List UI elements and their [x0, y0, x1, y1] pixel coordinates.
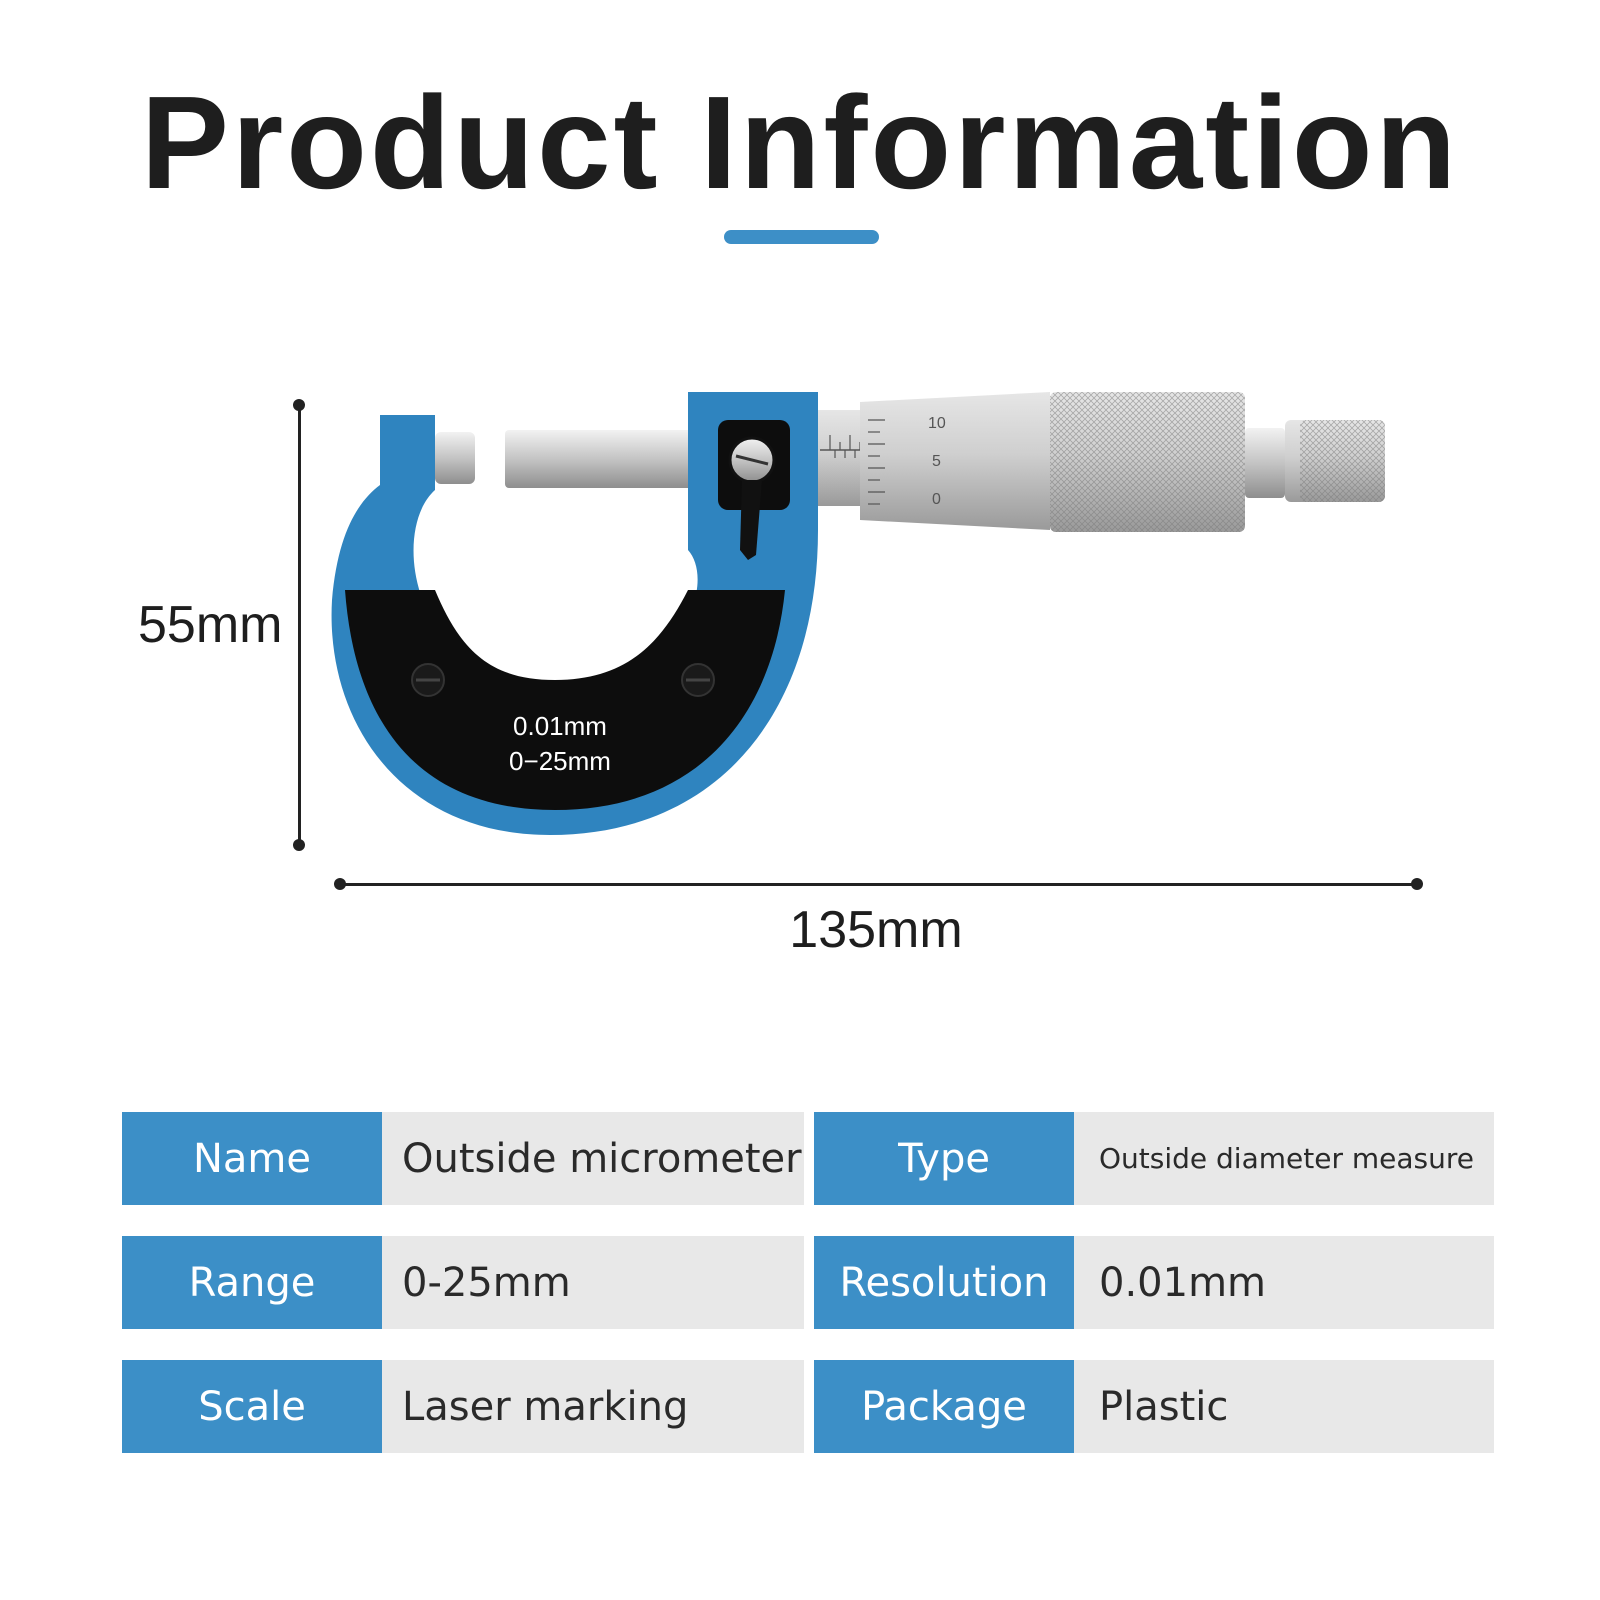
thimble-graduations [868, 419, 885, 505]
spec-row: Scale Laser marking Package Plastic [122, 1360, 1494, 1453]
frame-text-line1: 0.01mm [513, 711, 607, 741]
spec-label-name: Name [122, 1112, 382, 1205]
spec-label-package: Package [814, 1360, 1074, 1453]
anvil [435, 432, 475, 484]
spindle [505, 430, 695, 488]
thimble-number-10: 10 [928, 415, 946, 432]
spec-label-resolution: Resolution [814, 1236, 1074, 1329]
spec-row: Name Outside micrometer Type Outside dia… [122, 1112, 1494, 1205]
spec-value-resolution: 0.01mm [1074, 1236, 1494, 1329]
height-dimension-label: 55mm [138, 596, 283, 654]
spec-table: Name Outside micrometer Type Outside dia… [122, 1112, 1494, 1484]
lock-lever [740, 480, 762, 560]
page-title: Product Information [140, 69, 1460, 216]
spec-label-type: Type [814, 1112, 1074, 1205]
spec-value-scale: Laser marking [382, 1360, 804, 1453]
spec-row: Range 0-25mm Resolution 0.01mm [122, 1236, 1494, 1329]
spec-label-range: Range [122, 1236, 382, 1329]
spec-value-range: 0-25mm [382, 1236, 804, 1329]
spec-value-package: Plastic [1074, 1360, 1494, 1453]
spec-value-name: Outside micrometer [382, 1112, 804, 1205]
width-dimension-line [340, 883, 1415, 886]
height-dimension-line [298, 405, 301, 845]
spec-label-scale: Scale [122, 1360, 382, 1453]
thimble-number-5: 5 [932, 453, 941, 470]
micrometer-image: 0.01mm 0−25mm 10 5 0 [331, 392, 1385, 835]
width-dimension-left-dot [334, 878, 346, 890]
spec-value-type: Outside diameter measure [1074, 1112, 1494, 1205]
width-dimension-label: 135mm [789, 901, 963, 959]
thimble [860, 392, 1050, 530]
thimble-number-0: 0 [932, 491, 941, 508]
ratchet-neck [1245, 428, 1285, 498]
frame-text-line2: 0−25mm [509, 746, 611, 776]
title-underline [724, 230, 879, 244]
height-dimension-bottom-dot [293, 839, 305, 851]
height-dimension-top-dot [293, 399, 305, 411]
width-dimension-right-dot [1411, 878, 1423, 890]
frame-plate [345, 590, 785, 810]
